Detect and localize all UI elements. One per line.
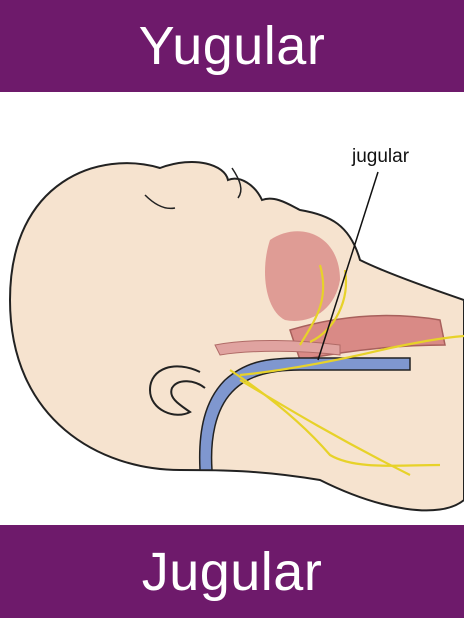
neck-anatomy-svg <box>8 161 464 512</box>
jugular-vein <box>198 357 411 471</box>
eye-line <box>144 194 176 210</box>
top-banner-title: Yugular <box>138 16 326 76</box>
head-outline <box>8 161 464 512</box>
carotid-artery <box>214 340 341 356</box>
top-banner: Yugular <box>0 0 464 92</box>
ear-outline <box>148 365 206 416</box>
bottom-banner: Jugular <box>0 525 464 618</box>
nerve-branches <box>229 264 464 476</box>
jugular-leader-line <box>317 171 379 361</box>
nose-line <box>231 167 242 199</box>
jugular-label: jugular <box>352 146 410 167</box>
neck-anatomy-illustration <box>0 92 464 525</box>
bottom-banner-title: Jugular <box>141 541 323 602</box>
